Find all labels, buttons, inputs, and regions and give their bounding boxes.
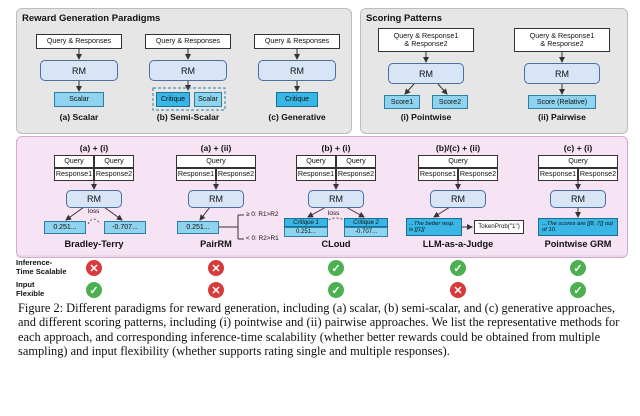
semi-critique-output: Critique (156, 92, 190, 107)
grm-rm-block: RM (550, 190, 606, 208)
pointwise-score2: Score2 (432, 95, 468, 109)
bt-score2: -0.707... (104, 221, 146, 234)
cloud-query: Query (296, 155, 336, 168)
cloud-flexible-mark: ✓ (328, 282, 344, 298)
grm-flexible-mark: ✓ (570, 282, 586, 298)
col-header-bradley-terry: (a) + (i) (79, 143, 109, 153)
semi-rm-block: RM (149, 60, 227, 81)
pairwise-rm-block: RM (524, 63, 600, 84)
pairwise-score-relative: Score (Relative) (528, 95, 596, 109)
cloud-scalable-mark: ✓ (328, 260, 344, 276)
row-label-flexible: Input Flexible (16, 280, 45, 298)
reward-generation-title: Reward Generation Paradigms (22, 13, 161, 24)
scalar-label: (a) Scalar (59, 112, 99, 122)
pointwise-rm-block: RM (388, 63, 464, 84)
bt-loss: loss (88, 208, 100, 215)
cloud-response1: Response1 (296, 168, 336, 181)
bt-scalable-mark: ✕ (86, 260, 102, 276)
pairrm-cond2: < 0: R2>R1 (246, 235, 279, 242)
cloud-query: Query (336, 155, 376, 168)
scalar-output: Scalar (54, 92, 104, 107)
bt-flexible-mark: ✓ (86, 282, 102, 298)
pointwise-score1: Score1 (384, 95, 420, 109)
pairrm-flexible-mark: ✕ (208, 282, 224, 298)
cloud-score2: -0.707... (344, 227, 388, 237)
generative-rm-block: RM (258, 60, 336, 81)
cloud-score1: 0.251... (284, 227, 328, 237)
row-label-scalable: Inference- Time Scalable (16, 258, 67, 276)
pairwise-label: (ii) Pairwise (538, 112, 586, 122)
pointwise-label: (i) Pointwise (400, 112, 452, 122)
bt-query: Query (94, 155, 134, 168)
grm-response2: Response2 (578, 168, 618, 181)
judge-method-name: LLM-as-a-Judge (422, 239, 494, 249)
generative-output: Critique (276, 92, 318, 107)
pairwise-input-box: Query & Response1 & Response2 (514, 28, 610, 52)
col-header-pointwise-grm: (c) + (i) (563, 143, 593, 153)
cloud-method-name: CLoud (321, 239, 351, 249)
grm-query: Query (538, 155, 618, 168)
scalar-input-box: Query & Responses (36, 34, 122, 49)
pairrm-response1: Response1 (176, 168, 216, 181)
semi-input-box: Query & Responses (145, 34, 231, 49)
pairrm-score: 0.251... (177, 221, 219, 234)
cloud-critique1: Critique 1 (284, 218, 328, 227)
semi-scalar-output: Scalar (194, 92, 222, 107)
generative-input-box: Query & Responses (254, 34, 340, 49)
figure-caption: Figure 2: Different paradigms for reward… (18, 301, 620, 358)
pairrm-rm-block: RM (188, 190, 244, 208)
semi-label: (b) Semi-Scalar (156, 112, 220, 122)
bt-rm-block: RM (66, 190, 122, 208)
grm-response1: Response1 (538, 168, 578, 181)
judge-flexible-mark: ✕ (450, 282, 466, 298)
pointwise-input-box: Query & Response1 & Response2 (378, 28, 474, 52)
judge-response1: Response1 (418, 168, 458, 181)
col-header-pairrm: (a) + (ii) (200, 143, 232, 153)
bt-score1: 0.251... (44, 221, 86, 234)
cloud-rm-block: RM (308, 190, 364, 208)
cloud-critique2: Critique 2 (344, 218, 388, 227)
judge-response2: Response2 (458, 168, 498, 181)
scoring-patterns-title: Scoring Patterns (366, 13, 443, 24)
col-header-cloud: (b) + (i) (321, 143, 351, 153)
bt-response2: Response2 (94, 168, 134, 181)
judge-token-prob: TokenProb("1") (474, 220, 524, 234)
cloud-response2: Response2 (336, 168, 376, 181)
judge-critique: ...The better resp. is [[1]] (406, 218, 462, 236)
judge-scalable-mark: ✓ (450, 260, 466, 276)
cloud-loss: loss (328, 210, 340, 217)
judge-query: Query (418, 155, 498, 168)
bt-method-name: Bradley-Terry (64, 239, 124, 249)
pairrm-cond1: ≥ 0: R1>R2 (246, 211, 279, 218)
bt-response1: Response1 (54, 168, 94, 181)
pairrm-scalable-mark: ✕ (208, 260, 224, 276)
connector-lines (16, 49, 626, 257)
judge-rm-block: RM (430, 190, 486, 208)
bt-query: Query (54, 155, 94, 168)
pairrm-method-name: PairRM (200, 239, 232, 249)
col-header-llm-judge: (b)/(c) + (ii) (435, 143, 481, 153)
pairrm-query: Query (176, 155, 256, 168)
scalar-rm-block: RM (40, 60, 118, 81)
grm-scalable-mark: ✓ (570, 260, 586, 276)
generative-label: (c) Generative (268, 112, 326, 122)
pairrm-response2: Response2 (216, 168, 256, 181)
grm-method-name: Pointwise GRM (544, 239, 612, 249)
grm-critique: ...The scores are [[8, 7]] out of 10. (538, 218, 618, 236)
